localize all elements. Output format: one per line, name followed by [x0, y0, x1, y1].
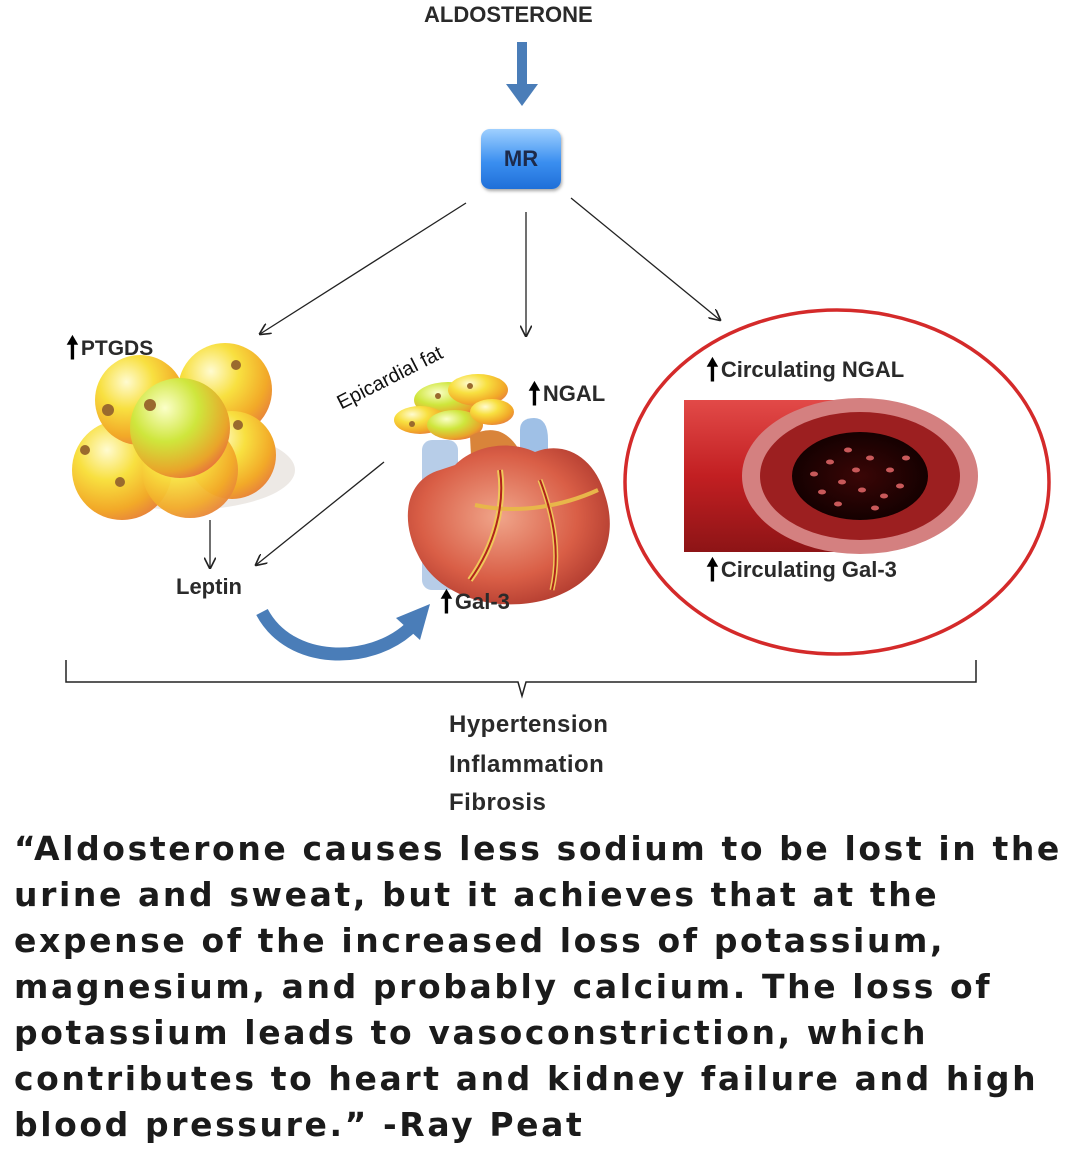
outcome-fibrosis: Fibrosis: [449, 789, 547, 816]
mr-to-vessel-arrow: [570, 197, 720, 320]
up-arrow-icon: 🠕: [706, 554, 719, 587]
aldosterone-pathway-diagram: ALDOSTERONE MR 🠕PTGDS Epicardial fat 🠕NG…: [65, 2, 1051, 821]
circulating-ngal-label: 🠕Circulating NGAL: [706, 356, 904, 386]
leptin-to-heart-arrow: [256, 604, 430, 661]
adipocyte-cluster-illustration: [72, 343, 295, 520]
up-arrow-icon: 🠕: [706, 354, 719, 387]
aldosterone-to-mr-arrow: [506, 42, 538, 106]
blood-vessel-illustration: [684, 398, 978, 554]
mr-to-ptgds-arrow: [260, 202, 467, 334]
heart-gal3-label: 🠕Gal-3: [440, 588, 510, 618]
up-arrow-icon: 🠕: [66, 332, 79, 365]
outcome-inflammation: Inflammation: [449, 751, 605, 778]
heart-ngal-label: 🠕NGAL: [528, 380, 605, 410]
circulating-gal3-label: 🠕Circulating Gal-3: [706, 556, 897, 586]
outcomes-list: Hypertension Inflammation Fibrosis: [449, 705, 608, 821]
aldosterone-label: ALDOSTERONE: [424, 2, 593, 27]
diagram-graphics: [65, 42, 1051, 699]
leptin-label: Leptin: [176, 574, 242, 599]
heart-gal3-text: Gal-3: [454, 589, 510, 614]
up-arrow-icon: 🠕: [528, 378, 541, 411]
ptgds-text: PTGDS: [80, 337, 154, 360]
up-arrow-icon: 🠕: [440, 586, 453, 619]
mr-receptor-box: MR: [481, 129, 561, 189]
heart-ngal-text: NGAL: [542, 381, 606, 406]
heart-illustration: [407, 418, 610, 605]
epicardial-fat-illustration: [394, 374, 514, 440]
circulating-gal3-text: Circulating Gal-3: [720, 557, 897, 582]
outcomes-brace: [65, 660, 977, 699]
ray-peat-quote: “Aldosterone causes less sodium to be lo…: [14, 829, 1062, 1144]
ptgds-label: 🠕PTGDS: [66, 334, 153, 364]
outcome-hypertension: Hypertension: [449, 711, 609, 738]
epicardial-to-leptin-arrow: [256, 461, 385, 565]
circulating-ngal-text: Circulating NGAL: [720, 357, 905, 382]
